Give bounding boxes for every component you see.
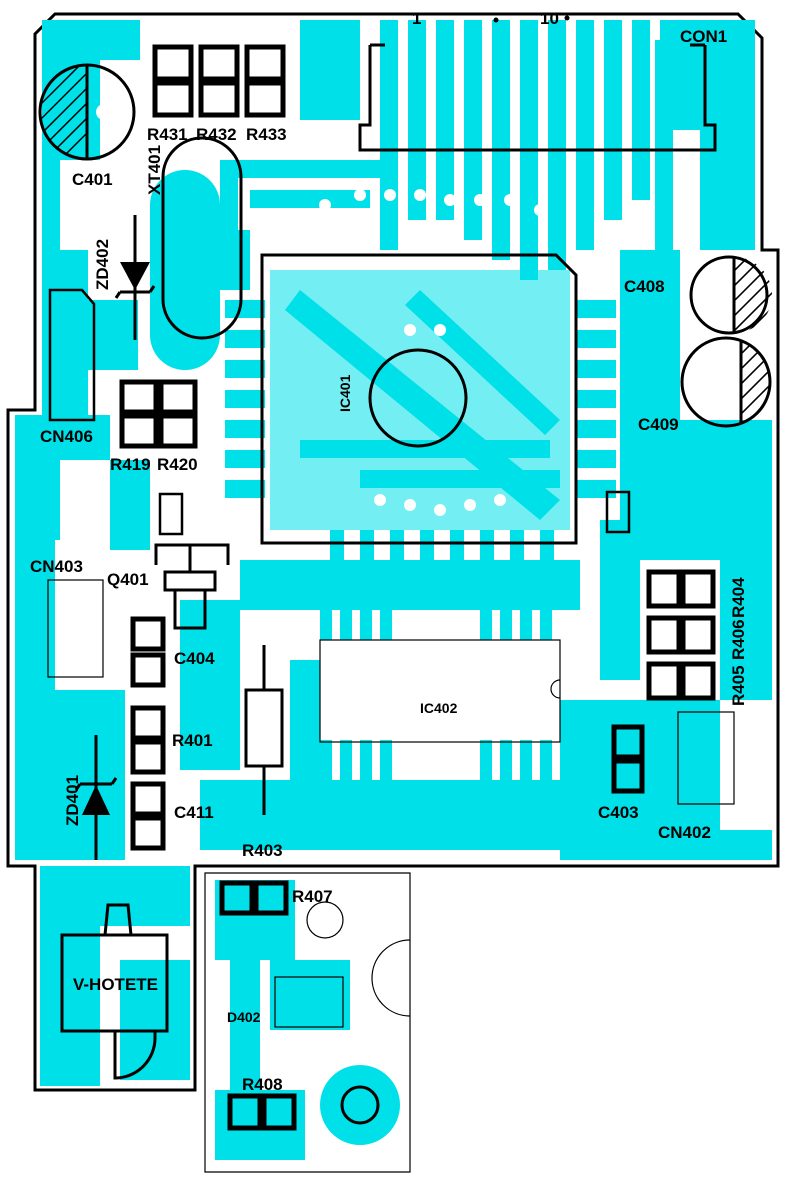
- v-hotete-label: V-HOTETE: [73, 975, 158, 994]
- ic401-chip: [260, 253, 578, 545]
- sub-board-outline: [204, 872, 411, 1173]
- xt401-crystal: [161, 136, 243, 340]
- ic402-chip: [319, 639, 561, 743]
- small-pad-right: [605, 490, 631, 534]
- r407-pads: [219, 880, 289, 916]
- r408-pads: [227, 1093, 297, 1131]
- r431-label: R431: [147, 125, 188, 144]
- r404-r406-r405-pads: [646, 569, 716, 701]
- c411-pads: [130, 781, 166, 851]
- xt401-label: XT401: [145, 145, 164, 195]
- r406-label: R406: [729, 619, 748, 660]
- r432-label: R432: [196, 125, 237, 144]
- r419-label: R419: [110, 455, 151, 474]
- con1-pin10-label: 10: [540, 9, 559, 28]
- r401-pads: [130, 705, 166, 775]
- c404-label: C404: [174, 649, 215, 668]
- zd401-label: ZD401: [63, 775, 82, 826]
- r403-label: R403: [242, 841, 283, 860]
- vias: [96, 104, 715, 1061]
- r403-resistor: [244, 645, 284, 815]
- zd401-diode: [74, 735, 118, 860]
- con1-pin1-label: 1: [412, 9, 421, 28]
- c401-label: C401: [72, 170, 113, 189]
- con1-connector: [358, 15, 717, 152]
- con1-label: CON1: [680, 27, 727, 46]
- cn403-label: CN403: [30, 557, 83, 576]
- sub-board-via: [340, 1085, 380, 1125]
- r405-label: R405: [729, 665, 748, 706]
- ic401-label: IC401: [337, 374, 353, 412]
- ic402-label: IC402: [420, 700, 458, 716]
- r420-label: R420: [157, 455, 198, 474]
- small-pad-left: [158, 492, 184, 536]
- copper-layer: [15, 20, 772, 1160]
- c409-label: C409: [638, 415, 679, 434]
- r408-label: R408: [242, 1075, 283, 1094]
- c411-label: C411: [174, 803, 214, 822]
- r433-label: R433: [246, 125, 287, 144]
- d402-diode: [274, 976, 344, 1028]
- cn402-label: CN402: [658, 823, 711, 842]
- c408-label: C408: [624, 277, 665, 296]
- main-board-outline: [6, 12, 780, 1092]
- sub-board-notch: [371, 939, 411, 1017]
- r407-label: R407: [292, 887, 333, 906]
- c403-label: C403: [598, 803, 639, 822]
- cn406-connector: [48, 288, 96, 422]
- zd402-diode: [114, 215, 156, 340]
- v-hotete-connector: [60, 903, 169, 1080]
- cn406-label: CN406: [40, 427, 93, 446]
- c404-pads: [130, 616, 166, 688]
- zd402-label: ZD402: [93, 239, 112, 290]
- d402-label: D402: [227, 1009, 261, 1025]
- r419-r420-pads: [119, 379, 198, 449]
- q401-transistor: [154, 543, 230, 630]
- r431-r433-pads: [152, 44, 286, 118]
- r404-label: R404: [729, 577, 748, 618]
- q401-label: Q401: [107, 570, 149, 589]
- r401-label: R401: [172, 731, 213, 750]
- c403-pads: [611, 724, 645, 794]
- cn402-connector: [677, 711, 735, 805]
- cn403-connector: [47, 579, 104, 678]
- sub-board-mount-hole: [306, 901, 344, 939]
